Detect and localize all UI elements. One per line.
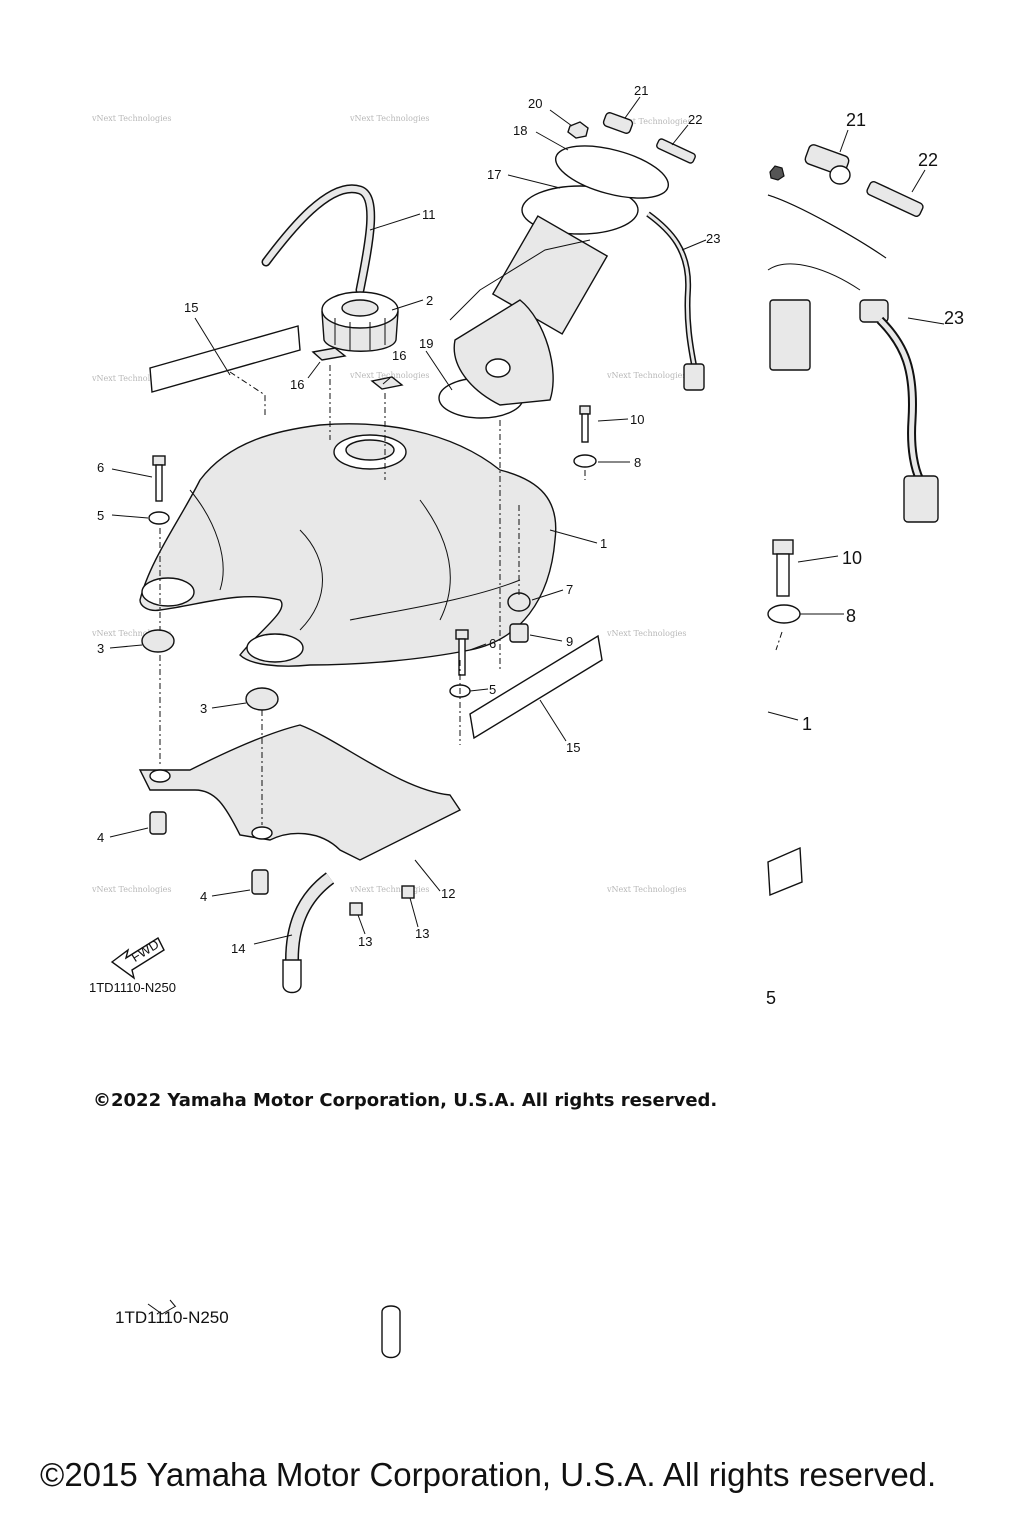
enlarged-inset [767, 129, 945, 897]
inset-callout-8: 8 [846, 606, 856, 626]
callout-5: 5 [97, 508, 104, 523]
drain-hose-end [282, 959, 302, 994]
collar [149, 811, 167, 835]
callout-7: 7 [566, 582, 573, 597]
callout-3: 3 [200, 701, 207, 716]
callout-20: 20 [528, 96, 542, 111]
nut [567, 121, 589, 139]
bolt [455, 629, 469, 676]
fwd-arrow-icon: FWD [110, 936, 165, 980]
inset-callout-22: 22 [918, 150, 938, 170]
clip-nut [349, 902, 363, 916]
grommet [507, 592, 531, 612]
inset-callout-23: 23 [944, 308, 964, 328]
watermark: vNext Technologies [349, 371, 429, 380]
callout-17: 17 [487, 167, 501, 182]
collar [509, 623, 529, 643]
pad [311, 347, 347, 361]
callout-14: 14 [231, 941, 245, 956]
callout-11: 11 [422, 207, 436, 222]
callout-13: 13 [415, 926, 429, 941]
inset-callout-21: 21 [846, 110, 866, 130]
callout-19: 19 [419, 336, 433, 351]
pad [370, 376, 404, 390]
clip-nut [401, 885, 415, 899]
copyright-bottom: ©2015 Yamaha Motor Corporation, U.S.A. A… [40, 1456, 937, 1493]
collar [251, 869, 269, 895]
rubber-strip [469, 634, 603, 740]
watermark: vNext Technologies [91, 885, 171, 894]
callout-6: 6 [489, 636, 496, 651]
watermark: vNext Technologies [606, 371, 686, 380]
callout-labels: 1 2 3 3 4 4 5 5 6 6 7 8 9 10 11 12 13 13… [97, 83, 720, 956]
callout-16: 16 [290, 377, 304, 392]
fuel-pump [449, 185, 639, 406]
callout-6: 6 [97, 460, 104, 475]
inset-callout-1: 1 [802, 714, 812, 734]
watermark: vNext Technologies [611, 117, 691, 126]
callout-4: 4 [97, 830, 104, 845]
damper [141, 629, 175, 653]
washer [148, 511, 170, 525]
watermark: vNext Technologies [349, 885, 429, 894]
fuel-tank [139, 423, 557, 667]
fuel-joint [602, 112, 634, 134]
fuel-cap [321, 291, 399, 352]
tank-bracket [138, 724, 462, 861]
copyright-top: ©2022 Yamaha Motor Corporation, U.S.A. A… [93, 1090, 718, 1111]
callout-9: 9 [566, 634, 573, 649]
inset-callout-5: 5 [766, 988, 776, 1008]
diagram-code-repeat: 1TD1110-N250 [115, 1308, 229, 1327]
callout-4: 4 [200, 889, 207, 904]
watermark: vNext Technologies [91, 114, 171, 123]
callout-12: 12 [441, 886, 455, 901]
callout-22: 22 [688, 112, 702, 127]
callout-18: 18 [513, 123, 527, 138]
watermark: vNext Technologies [91, 629, 171, 638]
callout-2: 2 [426, 293, 433, 308]
callout-15: 15 [566, 740, 580, 755]
callout-13: 13 [358, 934, 372, 949]
callout-1: 1 [600, 536, 607, 551]
callout-10: 10 [630, 412, 644, 427]
callout-5: 5 [489, 682, 496, 697]
inset-callout-10: 10 [842, 548, 862, 568]
callout-21: 21 [634, 83, 648, 98]
leader-lines [109, 96, 707, 945]
lower-enlarged-fragments [147, 1299, 401, 1359]
callout-3: 3 [97, 641, 104, 656]
diagram-code: 1TD1110-N250 [89, 980, 176, 995]
bolt [579, 405, 591, 443]
damper [245, 687, 279, 711]
callout-15: 15 [184, 300, 198, 315]
watermark: vNext Technologies [91, 374, 171, 383]
bolt [152, 455, 166, 502]
inset-callout-labels: 21 22 23 10 8 1 5 [766, 110, 964, 1008]
washer [573, 454, 597, 468]
callout-8: 8 [634, 455, 641, 470]
callout-16: 16 [392, 348, 406, 363]
callout-23: 23 [706, 231, 720, 246]
watermark: vNext Technologies [349, 114, 429, 123]
watermark: vNext Technologies [606, 885, 686, 894]
watermark: vNext Technologies [606, 629, 686, 638]
pump-gasket [554, 145, 670, 199]
hose-fitting [656, 138, 696, 164]
rubber-strip [149, 325, 301, 393]
